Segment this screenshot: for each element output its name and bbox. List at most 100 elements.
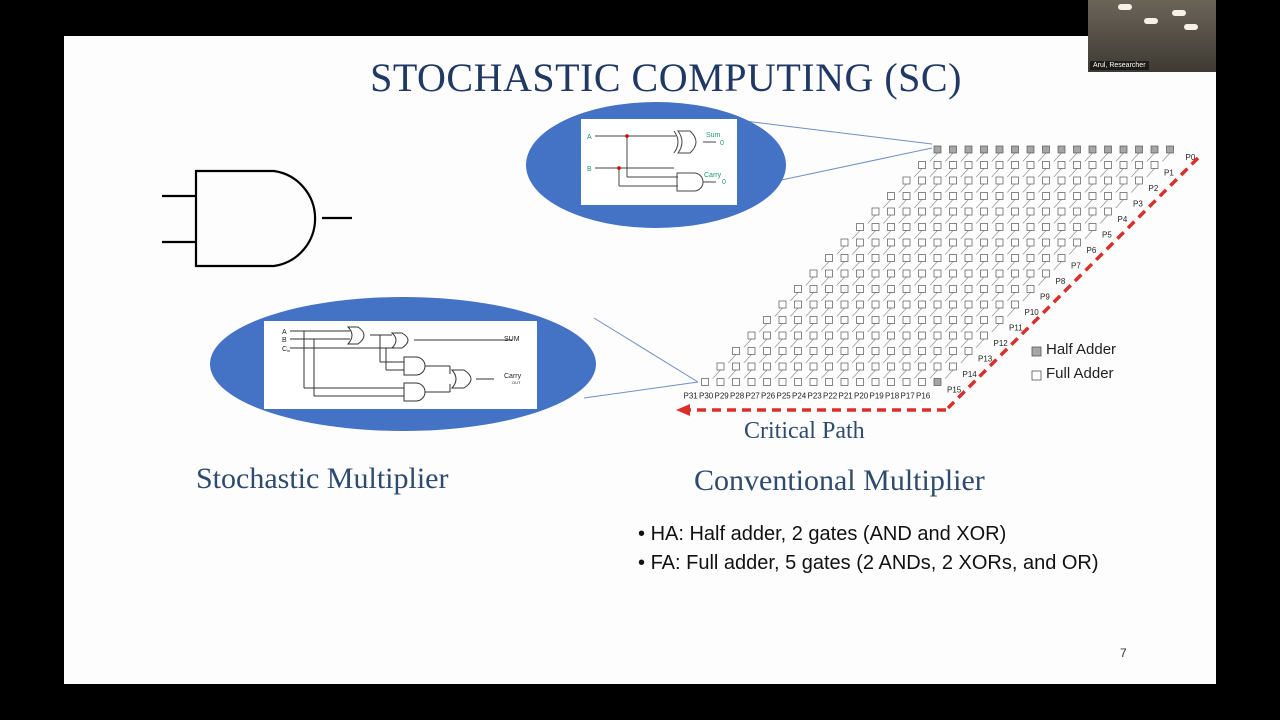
output-label: P11 [1009, 324, 1023, 333]
full-adder-cell [902, 362, 911, 371]
half-adder-cell [980, 145, 988, 154]
half-adder-legend-label: Half Adder [1046, 341, 1117, 358]
full-adder-cell [995, 176, 1004, 185]
full-adder-cell [871, 207, 880, 216]
full-adder-cell [902, 269, 911, 278]
output-label: P23 [808, 392, 823, 401]
full-adder-cell [918, 176, 926, 185]
slide-graphics: A B Sum 0 Carry 0 [162, 102, 1200, 431]
full-adder-cell [887, 207, 895, 216]
full-adder-cell [747, 331, 756, 340]
full-adder-cell [980, 254, 988, 262]
output-label: P1 [1164, 169, 1174, 178]
full-adder-cell [933, 316, 942, 324]
full-adder-cell [763, 362, 771, 371]
full-adder-cell [1011, 254, 1019, 262]
full-adder-cell [763, 331, 771, 340]
full-adder-cell [825, 331, 833, 340]
full-adder-cell [964, 207, 973, 216]
output-label: P29 [715, 392, 730, 401]
svg-text:SUM: SUM [504, 336, 520, 343]
full-adder-cell [1135, 176, 1143, 185]
full-adder-cell [949, 207, 957, 216]
full-adder-cell [840, 269, 849, 278]
full-adder-cell [1026, 223, 1035, 231]
half-adder-cell [1057, 145, 1066, 154]
full-adder-cell [995, 207, 1004, 216]
full-adder-cell [1057, 176, 1066, 185]
full-adder-cell [1042, 254, 1050, 262]
full-adder-cell [856, 269, 864, 278]
full-adder-cell [933, 254, 942, 262]
full-adder-cell [933, 300, 942, 309]
full-adder-cell [1057, 223, 1066, 231]
full-adder-cell [840, 347, 849, 355]
full-adder-cell [778, 362, 787, 371]
half-adder-cell [933, 378, 942, 386]
full-adder-cell [1104, 192, 1112, 200]
full-adder-cell [794, 300, 802, 309]
full-adder-cell [902, 192, 911, 200]
output-label: P15 [947, 386, 962, 395]
participant-name: Arul, Researcher [1090, 61, 1149, 70]
half-adder-cell [949, 145, 957, 154]
slide-title: STOCHASTIC COMPUTING (SC) [370, 55, 962, 100]
full-adder-cell [701, 378, 709, 386]
full-adder-cell [933, 176, 942, 185]
output-label: P26 [761, 392, 776, 401]
full-adder-cell [840, 316, 849, 324]
full-adder-cell [778, 300, 787, 309]
full-adder-cell [980, 207, 988, 216]
page-number: 7 [1120, 646, 1127, 660]
full-adder-cell [980, 223, 988, 231]
svg-text:0: 0 [722, 179, 726, 186]
full-adder-cell [949, 192, 957, 200]
full-adder-cell [964, 347, 973, 355]
full-adder-cell [995, 269, 1004, 278]
full-adder-cell [933, 331, 942, 340]
half-adder-cell [1150, 145, 1159, 154]
half-adder-cell [1026, 145, 1035, 154]
conventional-multiplier-label: Conventional Multiplier [694, 464, 985, 497]
full-adder-cell [995, 161, 1004, 169]
full-adder-cell [825, 347, 833, 355]
full-adder-cell [887, 285, 895, 293]
full-adder-cell [918, 331, 926, 340]
full-adder-cell [933, 207, 942, 216]
full-adder-cell [964, 285, 973, 293]
full-adder-cell [964, 331, 973, 340]
full-adder-cell [856, 223, 864, 231]
full-adder-cell [809, 269, 818, 278]
full-adder-cell [840, 238, 849, 247]
and-gate-icon [162, 169, 352, 268]
full-adder-cell [840, 378, 849, 386]
full-adder-cell [825, 285, 833, 293]
critical-path-arrow [676, 156, 1200, 416]
full-adder-cell [949, 347, 957, 355]
full-adder-cell [732, 347, 740, 355]
full-adder-cell [716, 362, 725, 371]
full-adder-cell [856, 378, 864, 386]
full-adder-cell [1073, 223, 1081, 231]
output-label: P22 [823, 392, 838, 401]
full-adder-cell [918, 254, 926, 262]
full-adder-cell [856, 347, 864, 355]
full-adder-cell [794, 285, 802, 293]
webcam-thumbnail[interactable]: Arul, Researcher [1088, 0, 1216, 72]
full-adder-cell [918, 347, 926, 355]
full-adder-cell [949, 300, 957, 309]
output-label: P17 [901, 392, 916, 401]
full-adder-cell [778, 316, 787, 324]
full-adder-cell [918, 223, 926, 231]
svg-text:A: A [282, 329, 287, 336]
full-adder-cell [949, 238, 957, 247]
full-adder-cell [871, 223, 880, 231]
slide: A B Sum 0 Carry 0 [64, 36, 1216, 684]
svg-text:B: B [282, 337, 287, 344]
full-adder-cell [1088, 223, 1097, 231]
half-adder-cell [933, 145, 942, 154]
full-adder-cell [856, 362, 864, 371]
half-adder-cell [1135, 145, 1143, 154]
half-adder-legend-swatch [1031, 346, 1042, 357]
full-adder-cell [732, 362, 740, 371]
